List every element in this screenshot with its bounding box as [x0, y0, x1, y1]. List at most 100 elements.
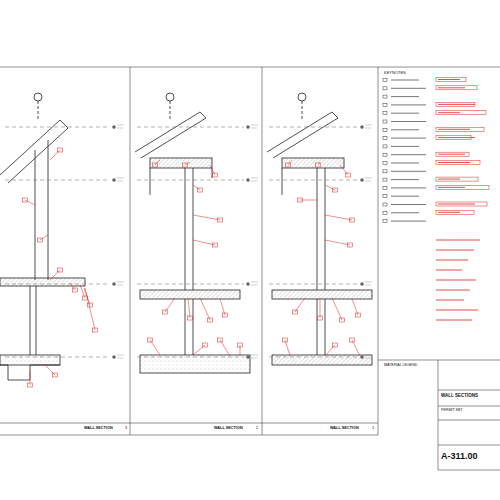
leader-line — [50, 270, 60, 280]
keynote-tag — [340, 318, 345, 322]
level-marker — [113, 356, 116, 359]
keynote-text-mark — [391, 121, 426, 122]
level-line — [137, 284, 244, 285]
keynote-text-mark — [391, 187, 426, 188]
leader-line — [325, 240, 350, 245]
keynote-symbol — [383, 153, 387, 156]
leader-line — [220, 340, 230, 356]
keynote-symbol — [383, 128, 387, 131]
keynote-tag — [333, 188, 338, 192]
revision-text-mark — [438, 137, 475, 138]
revision-text-mark — [438, 212, 460, 213]
level-text-mark — [117, 178, 124, 179]
leader-line — [193, 215, 220, 220]
keynote-tag — [283, 338, 288, 342]
keynote-tag — [356, 313, 361, 317]
level-line — [269, 284, 358, 285]
level-text-mark — [365, 128, 371, 129]
level-line — [5, 357, 110, 358]
revision-text-mark — [438, 179, 460, 180]
keynote-symbol — [383, 203, 387, 206]
keynote-tag — [333, 343, 338, 347]
revision-cloud — [436, 111, 486, 115]
keynote-tag — [93, 328, 98, 332]
keynote-symbol — [383, 220, 387, 223]
level-text-mark — [251, 282, 258, 283]
revision-text-mark — [436, 250, 474, 251]
keynote-tag — [183, 163, 188, 167]
keynote-symbol — [383, 145, 387, 148]
keynote-tag — [198, 188, 203, 192]
level-text-mark — [365, 181, 371, 182]
leader-line — [332, 298, 342, 320]
level-text-mark — [251, 178, 258, 179]
keynote-tag — [28, 383, 33, 387]
revision-text-mark — [438, 204, 475, 205]
view-title: WALL SECTION — [214, 427, 243, 431]
leader-line — [320, 298, 321, 318]
keynote-text-mark — [391, 104, 426, 105]
leader-line — [200, 298, 210, 320]
revision-text-mark — [436, 260, 468, 261]
leader-line — [352, 340, 360, 356]
leader-line — [325, 345, 335, 356]
level-text-mark — [117, 282, 124, 283]
level-text-mark — [365, 355, 372, 356]
level-text-mark — [117, 285, 123, 286]
keynote-symbol — [383, 137, 387, 140]
keynote-tag — [188, 316, 193, 320]
revision-text-mark — [438, 129, 470, 130]
keynote-tag — [223, 313, 228, 317]
keynote-tag — [238, 343, 243, 347]
keynote-tag — [58, 148, 63, 152]
revision-cloud — [436, 210, 474, 214]
leader-line — [352, 299, 358, 315]
leader-line — [193, 345, 205, 355]
revision-cloud — [436, 152, 469, 156]
keynote-tag — [218, 218, 223, 222]
keynote-tag — [203, 343, 208, 347]
keynote-tag — [350, 338, 355, 342]
keynote-tag — [318, 316, 323, 320]
keynote-text-mark — [391, 96, 419, 97]
keynotes-heading: KEYNOTES — [384, 71, 406, 75]
keynote-tag — [83, 296, 88, 300]
keynote-symbol — [383, 87, 387, 90]
level-marker — [247, 179, 250, 182]
keynote-symbol — [383, 170, 387, 173]
level-line — [269, 127, 358, 128]
view-title: WALL SECTION — [330, 427, 359, 431]
leader-line — [325, 215, 352, 220]
keynote-text-mark — [391, 138, 426, 139]
level-line — [269, 180, 358, 181]
view-title: WALL SECTION — [84, 427, 113, 431]
keynote-symbol — [383, 95, 387, 98]
keynote-symbol — [383, 186, 387, 189]
level-marker — [247, 356, 250, 359]
level-marker — [113, 126, 116, 129]
leader-line — [193, 240, 215, 245]
keynote-tag — [58, 268, 63, 272]
level-marker — [361, 283, 364, 286]
revision-cloud — [436, 185, 489, 189]
keynote-tag — [73, 288, 78, 292]
revision-cloud — [436, 177, 478, 181]
level-text-mark — [251, 285, 257, 286]
level-text-mark — [117, 358, 123, 359]
level-marker — [361, 179, 364, 182]
keynote-tag — [23, 198, 28, 202]
level-line — [137, 357, 244, 358]
level-line — [5, 284, 110, 285]
keynote-tag — [218, 338, 223, 342]
leader-line — [288, 160, 292, 165]
keynote-text-mark — [391, 179, 419, 180]
level-marker — [361, 126, 364, 129]
revision-text-mark — [438, 112, 460, 113]
view-number: 1 — [372, 427, 374, 431]
revision-text-mark — [438, 79, 460, 80]
keynote-text-mark — [391, 163, 419, 164]
leader-line — [318, 162, 320, 165]
level-marker — [113, 283, 116, 286]
